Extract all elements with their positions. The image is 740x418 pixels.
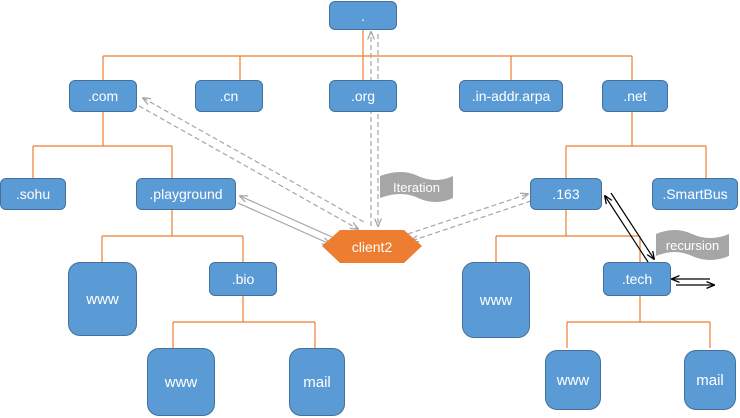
mail-node-tech: mail: [684, 350, 736, 410]
root-node: .: [329, 1, 397, 30]
mail-node-bio: mail: [289, 348, 345, 416]
bio-node: .bio: [209, 262, 277, 296]
client2-label: client2: [351, 238, 393, 255]
www-node-playground: www: [68, 262, 137, 336]
www-node-tech: www: [545, 350, 601, 410]
playground-arrows: [238, 196, 332, 244]
sohu-node: .sohu: [0, 178, 66, 210]
com-node: .com: [69, 80, 137, 112]
iteration-arrows: [138, 32, 532, 241]
client2-shape: [322, 230, 422, 263]
net-node: .net: [602, 80, 668, 112]
163-node: .163: [530, 178, 602, 210]
recursion-arrows: [605, 192, 714, 285]
iteration-flag-shape: [380, 172, 453, 202]
www-node-163: www: [462, 262, 530, 338]
www-node-bio: www: [147, 348, 215, 416]
cn-node: .cn: [195, 80, 263, 112]
playground-node: .playground: [136, 178, 236, 210]
tech-node: .tech: [603, 262, 671, 296]
smartbus-node: .SmartBus: [652, 178, 738, 210]
iteration-flag-label: Iteration: [393, 179, 440, 195]
org-node: .org: [329, 80, 397, 112]
in-addr-arpa-node: .in-addr.arpa: [459, 80, 563, 112]
recursion-flag-label: recursion: [665, 237, 720, 253]
recursion-flag-shape: [656, 230, 729, 260]
tree-lines: [32, 30, 711, 348]
